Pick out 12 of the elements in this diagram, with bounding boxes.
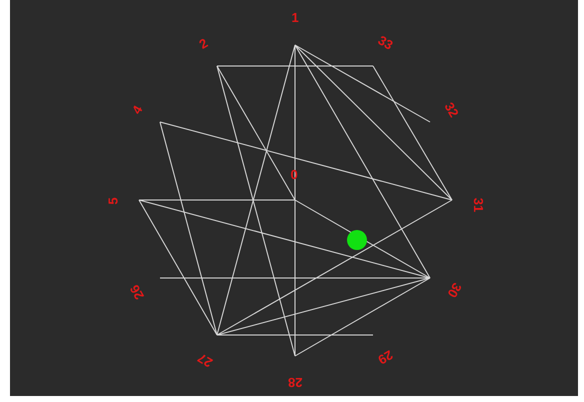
point-label: 26	[128, 282, 147, 302]
point-label: 27	[195, 350, 215, 370]
point-label: 28	[288, 375, 302, 389]
point-label: 32	[442, 100, 461, 120]
point-label: 29	[375, 347, 395, 367]
point-label: 1	[292, 11, 299, 25]
point-label: 2	[196, 36, 210, 52]
point-label: 5	[106, 197, 120, 205]
point-label: 4	[129, 103, 145, 117]
point-label: 30	[444, 280, 464, 300]
point-label: 33	[375, 33, 395, 53]
point-label: 31	[471, 198, 486, 212]
